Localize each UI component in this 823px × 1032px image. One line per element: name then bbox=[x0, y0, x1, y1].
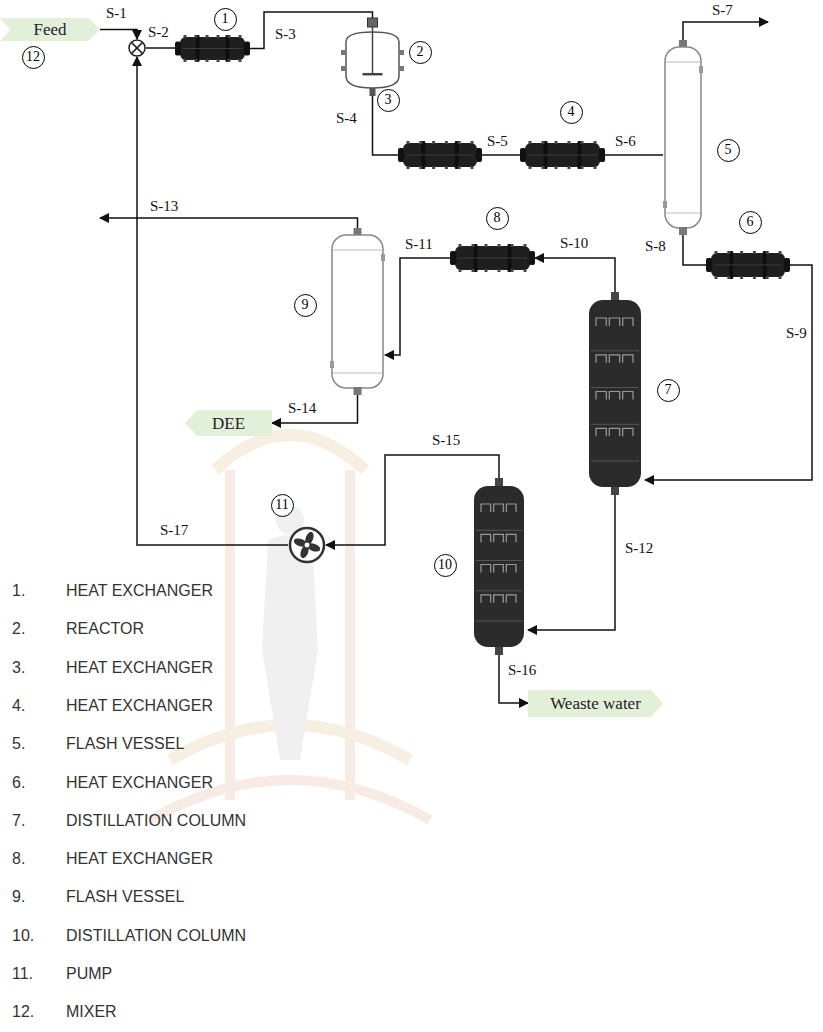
heat-exchanger: 1 bbox=[175, 35, 250, 62]
legend-item-text: HEAT EXCHANGER bbox=[66, 582, 213, 600]
feed-arrow: Feed bbox=[0, 18, 100, 41]
list-number: 10. bbox=[12, 927, 34, 945]
legend-item-text: HEAT EXCHANGER bbox=[66, 697, 213, 715]
callout-number: 2 bbox=[409, 41, 432, 64]
legend-item-text: FLASH VESSEL bbox=[66, 735, 184, 753]
legend-item-text: FLASH VESSEL bbox=[66, 888, 184, 906]
list-number: 6. bbox=[12, 774, 25, 792]
stream-line bbox=[326, 455, 499, 545]
flash-vessel-shape bbox=[663, 40, 703, 235]
stream-label: S-11 bbox=[405, 236, 433, 252]
product-arrow: DEE bbox=[185, 410, 272, 436]
callout-number: 1 bbox=[214, 8, 237, 31]
legend-item-text: HEAT EXCHANGER bbox=[66, 850, 213, 868]
callout-number: 9 bbox=[294, 294, 317, 317]
stream-label: S-5 bbox=[487, 133, 508, 149]
pump-symbol-shape bbox=[288, 526, 326, 564]
stream-line bbox=[385, 258, 450, 355]
list-number: 12. bbox=[12, 1003, 34, 1021]
callout-number: 5 bbox=[717, 139, 740, 162]
list-number: 2. bbox=[12, 620, 25, 638]
callout-number: 8 bbox=[486, 207, 509, 230]
list-number: 3. bbox=[12, 659, 25, 677]
stream-line bbox=[272, 395, 358, 423]
callout-number: 7 bbox=[657, 379, 680, 402]
stream-line bbox=[683, 235, 706, 265]
stream-line bbox=[645, 265, 812, 480]
distillation-column-shape bbox=[470, 478, 528, 655]
heat-exchanger-shape bbox=[398, 141, 482, 169]
terminal-text: DEE bbox=[212, 415, 245, 432]
flash-vessel: 9 bbox=[330, 228, 385, 395]
callout-number: 11 bbox=[271, 494, 294, 517]
stream-line bbox=[482, 154, 520, 156]
legend-item-text: DISTILLATION COLUMN bbox=[66, 812, 246, 830]
outlet-line bbox=[683, 22, 768, 40]
callout-number: 6 bbox=[739, 211, 762, 234]
callout-number: 4 bbox=[560, 101, 583, 124]
watermark-logo bbox=[150, 435, 430, 820]
pump-symbol: 11 bbox=[288, 526, 326, 564]
mixer-symbol: 12 bbox=[128, 39, 146, 57]
stream-line bbox=[146, 47, 175, 49]
callout-number: 12 bbox=[22, 46, 45, 69]
legend-item-text: REACTOR bbox=[66, 620, 144, 638]
list-number: 1. bbox=[12, 582, 25, 600]
stream-label: S-12 bbox=[625, 540, 653, 556]
outlet-line bbox=[100, 218, 358, 228]
list-number: 8. bbox=[12, 850, 25, 868]
stream-line bbox=[605, 154, 663, 156]
stream-label: S-16 bbox=[508, 662, 536, 678]
heat-exchanger: 8 bbox=[450, 244, 535, 272]
callout-number: 10 bbox=[434, 554, 457, 577]
heat-exchanger: 6 bbox=[706, 251, 790, 279]
stream-label: S-14 bbox=[288, 400, 316, 416]
stream-label: S-1 bbox=[106, 5, 127, 21]
stream-label: S-15 bbox=[432, 432, 460, 448]
stream-line bbox=[528, 495, 615, 630]
stream-label: S-17 bbox=[160, 522, 188, 538]
legend-item-text: MIXER bbox=[66, 1003, 117, 1021]
callout-number: 3 bbox=[377, 89, 400, 112]
legend-item-text: PUMP bbox=[66, 965, 112, 983]
legend-item-text: HEAT EXCHANGER bbox=[66, 659, 213, 677]
stream-label: S-9 bbox=[786, 325, 807, 341]
heat-exchanger-shape bbox=[450, 244, 535, 272]
distillation-column-shape bbox=[585, 292, 645, 495]
legend-item-text: HEAT EXCHANGER bbox=[66, 774, 213, 792]
distillation-column: 10 bbox=[470, 478, 528, 655]
reactor-vessel: 2 bbox=[340, 18, 405, 96]
flash-vessel-shape bbox=[330, 228, 385, 395]
stream-label: S-13 bbox=[150, 198, 178, 214]
stream-label: S-4 bbox=[336, 110, 357, 126]
stream-line bbox=[137, 57, 288, 545]
terminal-text: Weaste water bbox=[550, 695, 641, 712]
flash-vessel: 5 bbox=[663, 40, 703, 235]
stream-line bbox=[100, 30, 137, 40]
stream-label: S-2 bbox=[148, 24, 169, 40]
heat-exchanger-shape bbox=[520, 141, 605, 169]
distillation-column: 7 bbox=[585, 292, 645, 495]
stream-line bbox=[535, 258, 615, 292]
waste-arrow: Weaste water bbox=[528, 690, 663, 717]
heat-exchanger-shape bbox=[175, 35, 250, 62]
stream-label: S-7 bbox=[712, 2, 733, 18]
list-number: 5. bbox=[12, 735, 25, 753]
heat-exchanger-shape bbox=[706, 251, 790, 279]
list-number: 7. bbox=[12, 812, 25, 830]
terminal-text: Feed bbox=[33, 21, 66, 38]
list-number: 4. bbox=[12, 697, 25, 715]
stream-label: S-6 bbox=[615, 133, 636, 149]
heat-exchanger: 4 bbox=[520, 141, 605, 169]
heat-exchanger: 3 bbox=[398, 141, 482, 169]
reactor-vessel-shape bbox=[340, 18, 405, 96]
legend-item-text: DISTILLATION COLUMN bbox=[66, 927, 246, 945]
mixer-symbol-shape bbox=[128, 39, 146, 57]
stream-label: S-10 bbox=[560, 235, 588, 251]
list-number: 9. bbox=[12, 888, 25, 906]
list-number: 11. bbox=[12, 965, 33, 983]
stream-label: S-8 bbox=[645, 238, 666, 254]
stream-label: S-3 bbox=[275, 26, 296, 42]
